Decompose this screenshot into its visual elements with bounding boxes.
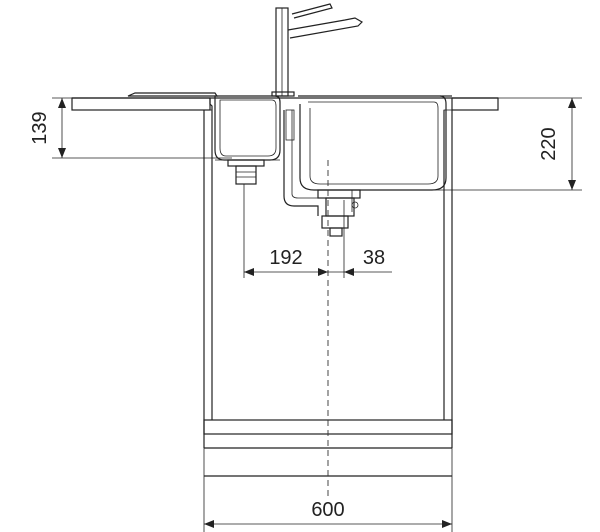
small-bowl [214,95,281,161]
dim-label-192: 192 [269,247,302,269]
dimension-192-38: 192 38 [244,247,392,276]
faucet [271,3,363,141]
dimension-139: 139 [29,97,232,159]
large-bowl [298,95,452,191]
dim-label-220: 220 [538,127,560,160]
dim-label-38: 38 [363,247,385,269]
dim-label-600: 600 [311,499,344,521]
dimension-600: 600 [203,448,453,532]
sink-rim [127,92,219,110]
small-bowl-drain [227,159,265,196]
siphon-trap [283,110,361,237]
center-lines [243,160,345,500]
countertop [71,97,499,111]
dimension-220: 220 [340,97,582,191]
dim-label-139: 139 [29,111,51,144]
